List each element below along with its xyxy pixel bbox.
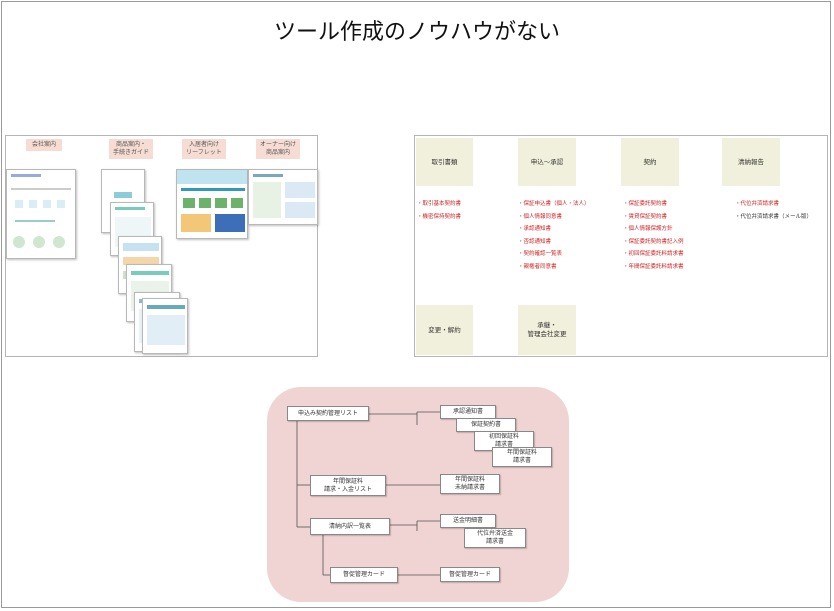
list-item: ・個人情報保護方針: [623, 226, 673, 232]
list-item: ・否認通知書: [518, 238, 552, 245]
list-item: ・代位弁済請求書（メール版）: [735, 213, 813, 220]
list-item: ・機密保持契約書: [417, 213, 462, 220]
annual-fee-invoice-doc: 年間保証料 請求書: [492, 447, 552, 467]
approval-notice-doc: 承認通知書: [440, 405, 496, 419]
label-product-guide: 商品案内・ 手続きガイド: [109, 139, 153, 159]
subrogation-remittance-invoice-doc: 代位弁済送金 請求書: [464, 528, 526, 548]
list-item: ・年間保証委託料請求書: [623, 263, 684, 270]
label-owner-guide: オーナー向け 商品案内: [256, 139, 300, 159]
list-item: ・保証委託契約書: [623, 201, 668, 207]
transaction-docs-list: ・取引基本契約書 ・機密保持契約書: [417, 198, 461, 223]
guarantee-contract-doc: 保証契約書: [456, 418, 516, 432]
list-item: ・親権者同意書: [518, 263, 557, 270]
header-contract: 契約: [621, 138, 679, 186]
header-application-approval: 申込～承認: [518, 138, 576, 186]
collection-card-box: 督促管理カード: [330, 567, 398, 583]
label-tenant-leaflet: 入居者向け リーフレット: [182, 139, 226, 159]
label-company-profile: 会社案内: [26, 139, 62, 151]
header-settlement-report: 清納報告: [722, 138, 780, 186]
header-succession: 承継・ 管理会社変更: [518, 305, 576, 355]
header-transaction-docs: 取引書類: [416, 138, 473, 186]
slide-title: ツール作成のノウハウがない: [273, 20, 560, 45]
collection-card-doc: 督促管理カード: [440, 567, 500, 582]
business-documents-panel: 取引書類 申込～承認 契約 清納報告 変更・解約 承継・ 管理会社変更 ・取引基…: [414, 135, 828, 357]
application-contract-list-box: 申込み契約管理リスト: [287, 406, 369, 421]
contract-docs-list: ・保証委託契約書 ・賃貸保証契約書 ・個人情報保護方針 ・保証委託契約書記入例 …: [623, 198, 684, 273]
list-item: ・取引基本契約書: [417, 201, 462, 207]
company-profile-thumbnail: [6, 169, 76, 259]
settlement-docs-list: ・代位弁済請求書 ・代位弁済請求書（メール版）: [735, 198, 812, 223]
list-item: ・代位弁済請求書: [735, 201, 780, 207]
sales-materials-panel: 会社案内 商品案内・ 手続きガイド 入居者向け リーフレット オーナー向け 商品…: [5, 135, 318, 357]
list-item: ・承認通知書: [518, 226, 552, 232]
list-item: ・保証委託契約書記入例: [623, 238, 684, 245]
header-change-cancel: 変更・解約: [416, 305, 473, 355]
list-item: ・初回保証委託料請求書: [623, 251, 684, 257]
list-item: ・契約確認一覧表: [518, 251, 563, 257]
unpaid-fee-invoice-doc: 年間保証料 未納請求書: [440, 474, 500, 494]
settlement-breakdown-box: 清納内訳一覧表: [310, 518, 390, 535]
owner-guide-thumbnail: [248, 169, 318, 225]
list-item: ・個人情報同意書: [518, 213, 563, 220]
list-item: ・保証申込書（個人・法人）: [518, 201, 590, 207]
application-docs-list: ・保証申込書（個人・法人） ・個人情報同意書 ・承認通知書 ・否認通知書 ・契約…: [518, 198, 590, 273]
list-item: ・賃貸保証契約書: [623, 213, 668, 220]
product-guide-page-5: [142, 298, 188, 354]
tenant-leaflet-thumbnail: [176, 169, 248, 239]
remittance-statement-doc: 送金明細書: [440, 514, 496, 528]
annual-fee-billing-list-box: 年間保証料 請求・入金リスト: [310, 475, 386, 496]
